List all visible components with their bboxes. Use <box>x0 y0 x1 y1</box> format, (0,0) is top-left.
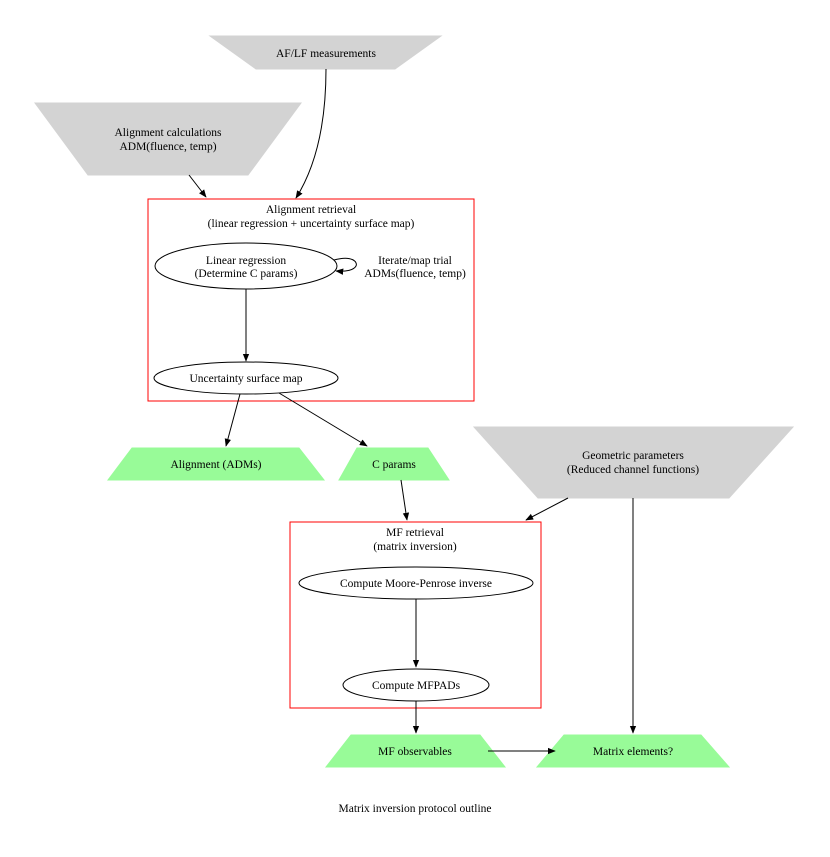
linear-regression-sublabel: (Determine C params) <box>195 268 298 280</box>
alignment-retrieval-cluster: Alignment retrieval (linear regression +… <box>147 198 475 402</box>
alignment-calculations-sublabel: ADM(fluence, temp) <box>119 141 216 153</box>
geometric-parameters-sublabel: (Reduced channel functions) <box>567 464 699 476</box>
alignment-calculations-label: Alignment calculations <box>115 127 223 139</box>
alignment-retrieval-subtitle: (linear regression + uncertainty surface… <box>208 218 415 230</box>
iterate-label-line2: ADMs(fluence, temp) <box>364 268 466 280</box>
geometric-parameters-label: Geometric parameters <box>582 450 684 462</box>
edge-regression-self-loop <box>333 257 357 275</box>
mf-observables-node: MF observables <box>324 734 507 768</box>
mf-retrieval-cluster: MF retrieval (matrix inversion) <box>289 521 542 709</box>
compute-mfpads-node: Compute MFPADs <box>342 668 490 702</box>
linear-regression-label: Linear regression <box>206 255 286 267</box>
linear-regression-node: Linear regression (Determine C params) <box>154 242 338 290</box>
edge-geometric-to-mf-retrieval <box>525 497 569 521</box>
c-params-node: C params <box>338 447 450 481</box>
uncertainty-surface-map-node: Uncertainty surface map <box>153 361 339 395</box>
matrix-elements-node: Matrix elements? <box>535 734 731 768</box>
af-lf-measurements-label: AF/LF measurements <box>276 48 376 60</box>
moore-penrose-label: Compute Moore-Penrose inverse <box>340 578 492 590</box>
mf-retrieval-title: MF retrieval <box>386 527 444 539</box>
iterate-loop-label: Iterate/map trial ADMs(fluence, temp) <box>364 255 466 280</box>
edge-c-params-to-mf-retrieval <box>400 479 410 521</box>
diagram-caption: Matrix inversion protocol outline <box>339 803 492 815</box>
edge-alignment-calc-to-alignment-retrieval <box>188 174 207 198</box>
edge-af-lf-to-alignment-retrieval <box>295 68 327 199</box>
mf-observables-label: MF observables <box>378 746 452 758</box>
edges <box>188 68 637 755</box>
compute-mfpads-label: Compute MFPADs <box>372 680 461 692</box>
moore-penrose-node: Compute Moore-Penrose inverse <box>298 566 534 600</box>
af-lf-measurements-node: AF/LF measurements <box>208 35 443 70</box>
c-params-label: C params <box>372 459 416 471</box>
alignment-adms-label: Alignment (ADMs) <box>170 459 261 471</box>
geometric-parameters-node: Geometric parameters (Reduced channel fu… <box>472 426 795 499</box>
uncertainty-surface-map-label: Uncertainty surface map <box>189 373 302 385</box>
mf-retrieval-subtitle: (matrix inversion) <box>373 541 457 553</box>
edge-uncertainty-to-alignment-adms <box>224 393 241 447</box>
iterate-label-line1: Iterate/map trial <box>378 255 452 267</box>
alignment-adms-node: Alignment (ADMs) <box>107 447 326 481</box>
matrix-elements-label: Matrix elements? <box>593 746 673 758</box>
edge-uncertainty-to-c-params <box>278 392 368 447</box>
alignment-calculations-node: Alignment calculations ADM(fluence, temp… <box>34 102 302 176</box>
alignment-retrieval-title: Alignment retrieval <box>266 204 356 216</box>
